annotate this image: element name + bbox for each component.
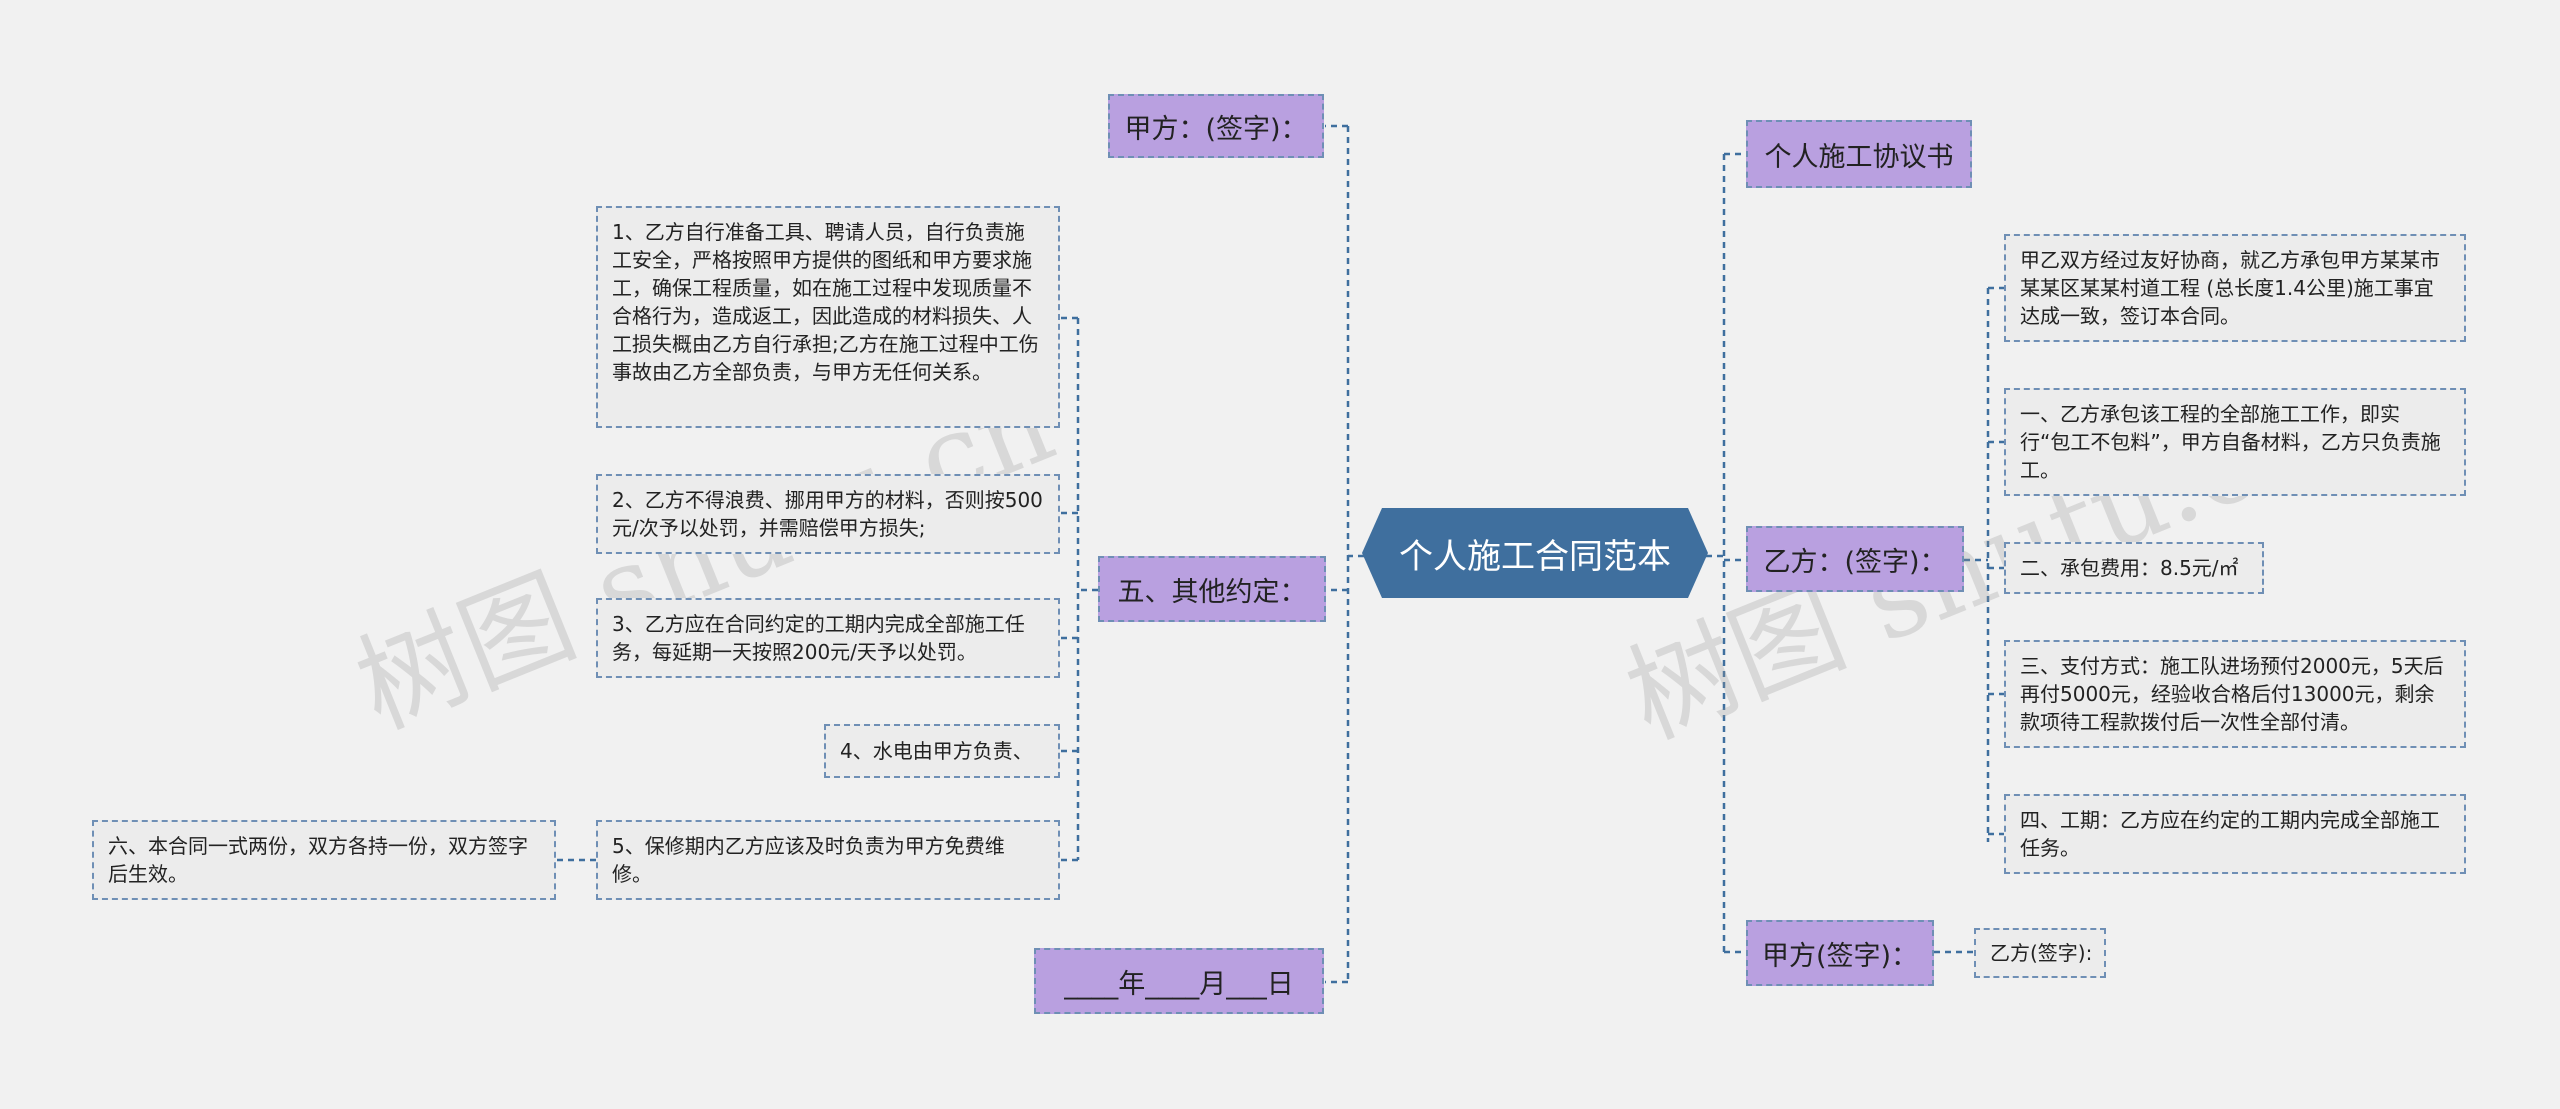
right-item-5[interactable]: 四、工期：乙方应在约定的工期内完成全部施工任务。	[2004, 794, 2466, 874]
root-label: 个人施工合同范本	[1399, 536, 1671, 577]
term-item-6[interactable]: 六、本合同一式两份，双方各持一份，双方签字后生效。	[92, 820, 556, 900]
term-item-2[interactable]: 2、乙方不得浪费、挪用甲方的材料，否则按500元/次予以处罚，并需赔偿甲方损失;	[596, 474, 1060, 554]
term-item-3[interactable]: 3、乙方应在合同约定的工期内完成全部施工任务，每延期一天按照200元/天予以处罚…	[596, 598, 1060, 678]
right-item-3[interactable]: 二、承包费用：8.5元/㎡	[2004, 542, 2264, 594]
signature-a2-item[interactable]: 乙方(签字):	[1974, 928, 2106, 978]
right-item-4[interactable]: 三、支付方式：施工队进场预付2000元，5天后再付5000元，经验收合格后付13…	[2004, 640, 2466, 748]
signature-a2-node[interactable]: 甲方(签字)：	[1746, 920, 1934, 986]
date-node[interactable]: ____年____月___日	[1034, 948, 1324, 1014]
root-node[interactable]: 个人施工合同范本	[1362, 508, 1708, 598]
signature-b-node[interactable]: 乙方：(签字)：	[1746, 526, 1964, 592]
right-item-2[interactable]: 一、乙方承包该工程的全部施工工作，即实行“包工不包料”，甲方自备材料，乙方只负责…	[2004, 388, 2466, 496]
title-node[interactable]: 个人施工协议书	[1746, 120, 1972, 188]
signature-a-node[interactable]: 甲方：(签字)：	[1108, 94, 1324, 158]
term-item-1[interactable]: 1、乙方自行准备工具、聘请人员，自行负责施工安全，严格按照甲方提供的图纸和甲方要…	[596, 206, 1060, 428]
term-item-4[interactable]: 4、水电由甲方负责、	[824, 724, 1060, 778]
other-terms-node[interactable]: 五、其他约定：	[1098, 556, 1326, 622]
root-shape	[1362, 508, 1708, 598]
right-item-1[interactable]: 甲乙双方经过友好协商，就乙方承包甲方某某市某某区某某村道工程 (总长度1.4公里…	[2004, 234, 2466, 342]
term-item-5[interactable]: 5、保修期内乙方应该及时负责为甲方免费维修。	[596, 820, 1060, 900]
